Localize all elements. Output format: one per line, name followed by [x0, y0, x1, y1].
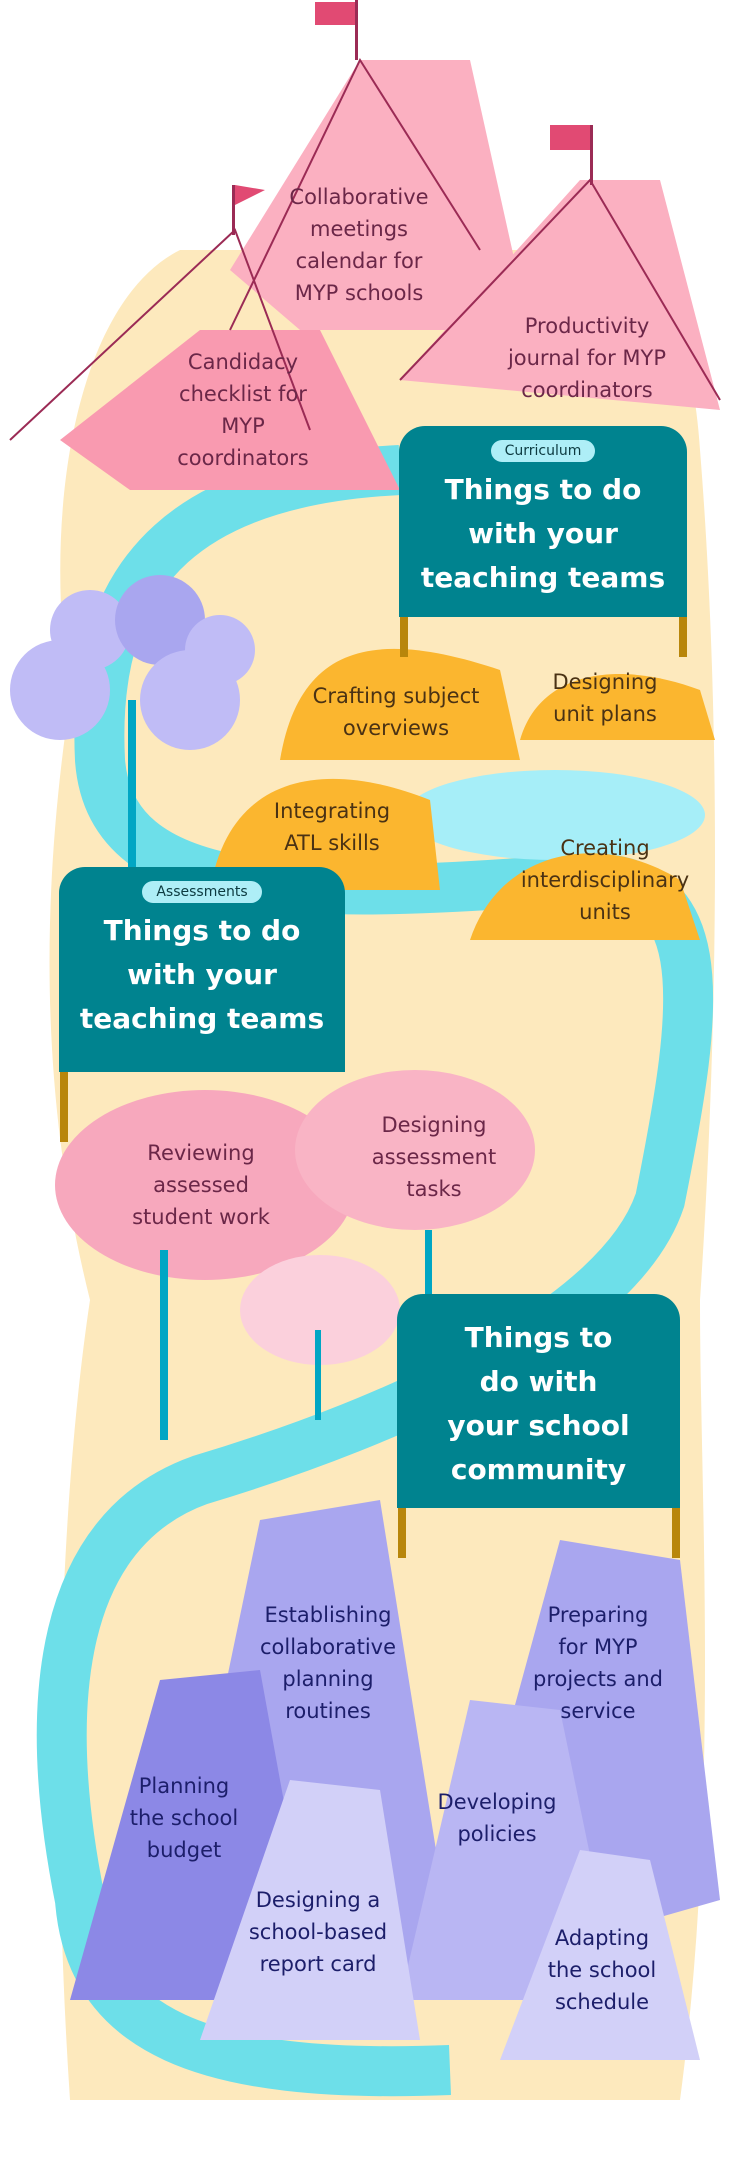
sign-post — [398, 1508, 406, 1558]
assessments-badge: Assessments — [142, 881, 262, 903]
item-designing-assessment-tasks[interactable]: Designing assessment tasks — [371, 1113, 497, 1201]
item-integrating-atl-skills[interactable]: Integrating ATL skills — [273, 799, 391, 855]
tent-collaborative-meetings-calendar[interactable]: Collaborative meetings calendar for MYP … — [289, 185, 429, 305]
community-sign: Things to do with your school community — [397, 1294, 680, 1508]
item-establishing-planning-routines[interactable]: Establishing collaborative planning rout… — [259, 1603, 397, 1723]
curriculum-badge: Curriculum — [490, 440, 596, 462]
assessments-sign-title: Things to do with your teaching teams — [79, 914, 325, 1035]
sign-post — [400, 617, 408, 657]
item-preparing-projects-service[interactable]: Preparing for MYP projects and service — [532, 1603, 663, 1723]
item-designing-unit-plans[interactable]: Designing unit plans — [552, 670, 658, 726]
item-developing-policies[interactable]: Developing policies — [437, 1790, 557, 1846]
item-adapting-school-schedule[interactable]: Adapting the school schedule — [547, 1926, 657, 2014]
sign-post — [60, 1072, 68, 1142]
item-reviewing-assessed-student-work[interactable]: Reviewing assessed student work — [132, 1141, 270, 1229]
tent-productivity-journal[interactable]: Productivity journal for MYP coordinator… — [507, 314, 667, 402]
item-crafting-subject-overviews[interactable]: Crafting subject overviews — [312, 684, 480, 740]
item-creating-interdisciplinary-units[interactable]: Creating interdisciplinary units — [520, 836, 690, 924]
curriculum-sign-title: Things to do with your teaching teams — [420, 473, 666, 594]
river — [36, 445, 714, 2097]
assessments-sign: Assessments Things to do with your teach… — [59, 867, 345, 1072]
sign-post — [672, 1508, 680, 1558]
tent-candidacy-checklist[interactable]: Candidacy checklist for MYP coordinators — [177, 350, 309, 470]
sign-post — [679, 617, 687, 657]
item-planning-school-budget[interactable]: Planning the school budget — [129, 1774, 239, 1862]
pink-bushes — [55, 1070, 535, 1440]
tents — [9, 0, 721, 490]
item-designing-report-card[interactable]: Designing a school-based report card — [248, 1888, 388, 1976]
rocks — [210, 648, 715, 940]
tree-purple — [10, 575, 255, 880]
community-sign-title: Things to do with your school community — [447, 1321, 630, 1486]
pond — [405, 770, 705, 860]
mountains — [70, 1500, 720, 2060]
curriculum-sign: Curriculum Things to do with your teachi… — [399, 426, 687, 617]
